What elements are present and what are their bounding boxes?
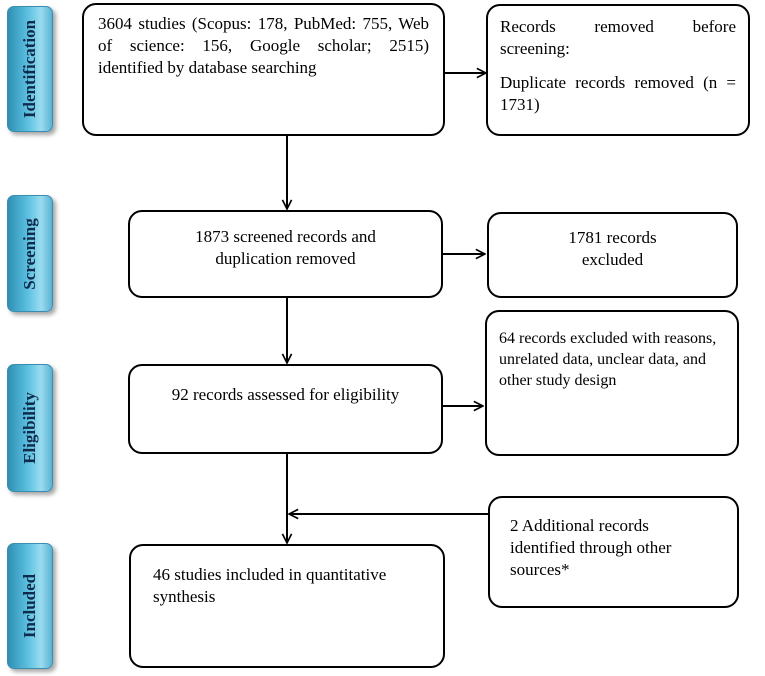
assessed-eligibility-text: 92 records assessed for eligibility [171, 385, 400, 404]
records-excluded-text: 1781 records excluded [568, 228, 657, 269]
records-removed-heading: Records removed before screening: [500, 17, 736, 58]
excluded-with-reasons-text: 64 records excluded with reasons, unrela… [499, 330, 717, 389]
phase-eligibility-tab: Eligibility [7, 364, 53, 492]
phase-included-tab: Included [7, 543, 53, 669]
phase-screening-tab: Screening [7, 195, 53, 312]
identified-records-text: 3604 studies (Scopus: 178, PubMed: 755, … [98, 14, 429, 77]
screened-records-text: 1873 screened records and duplication re… [195, 227, 376, 268]
assessed-eligibility-box: 92 records assessed for eligibility [128, 364, 443, 454]
duplicates-removed-text: Duplicate records removed (n = 1731) [500, 73, 736, 114]
records-removed-box: Records removed before screening: Duplic… [486, 4, 750, 136]
included-studies-box: 46 studies included in quantitative synt… [129, 544, 445, 668]
excluded-with-reasons-box: 64 records excluded with reasons, unrela… [485, 310, 739, 456]
additional-records-text: 2 Additional records identified through … [510, 516, 672, 579]
additional-records-box: 2 Additional records identified through … [488, 496, 739, 608]
identified-records-box: 3604 studies (Scopus: 178, PubMed: 755, … [82, 3, 445, 136]
screened-records-box: 1873 screened records and duplication re… [128, 210, 443, 298]
included-studies-text: 46 studies included in quantitative synt… [153, 565, 387, 606]
phase-identification-tab: Identification [7, 6, 53, 132]
records-excluded-box: 1781 records excluded [487, 212, 738, 298]
